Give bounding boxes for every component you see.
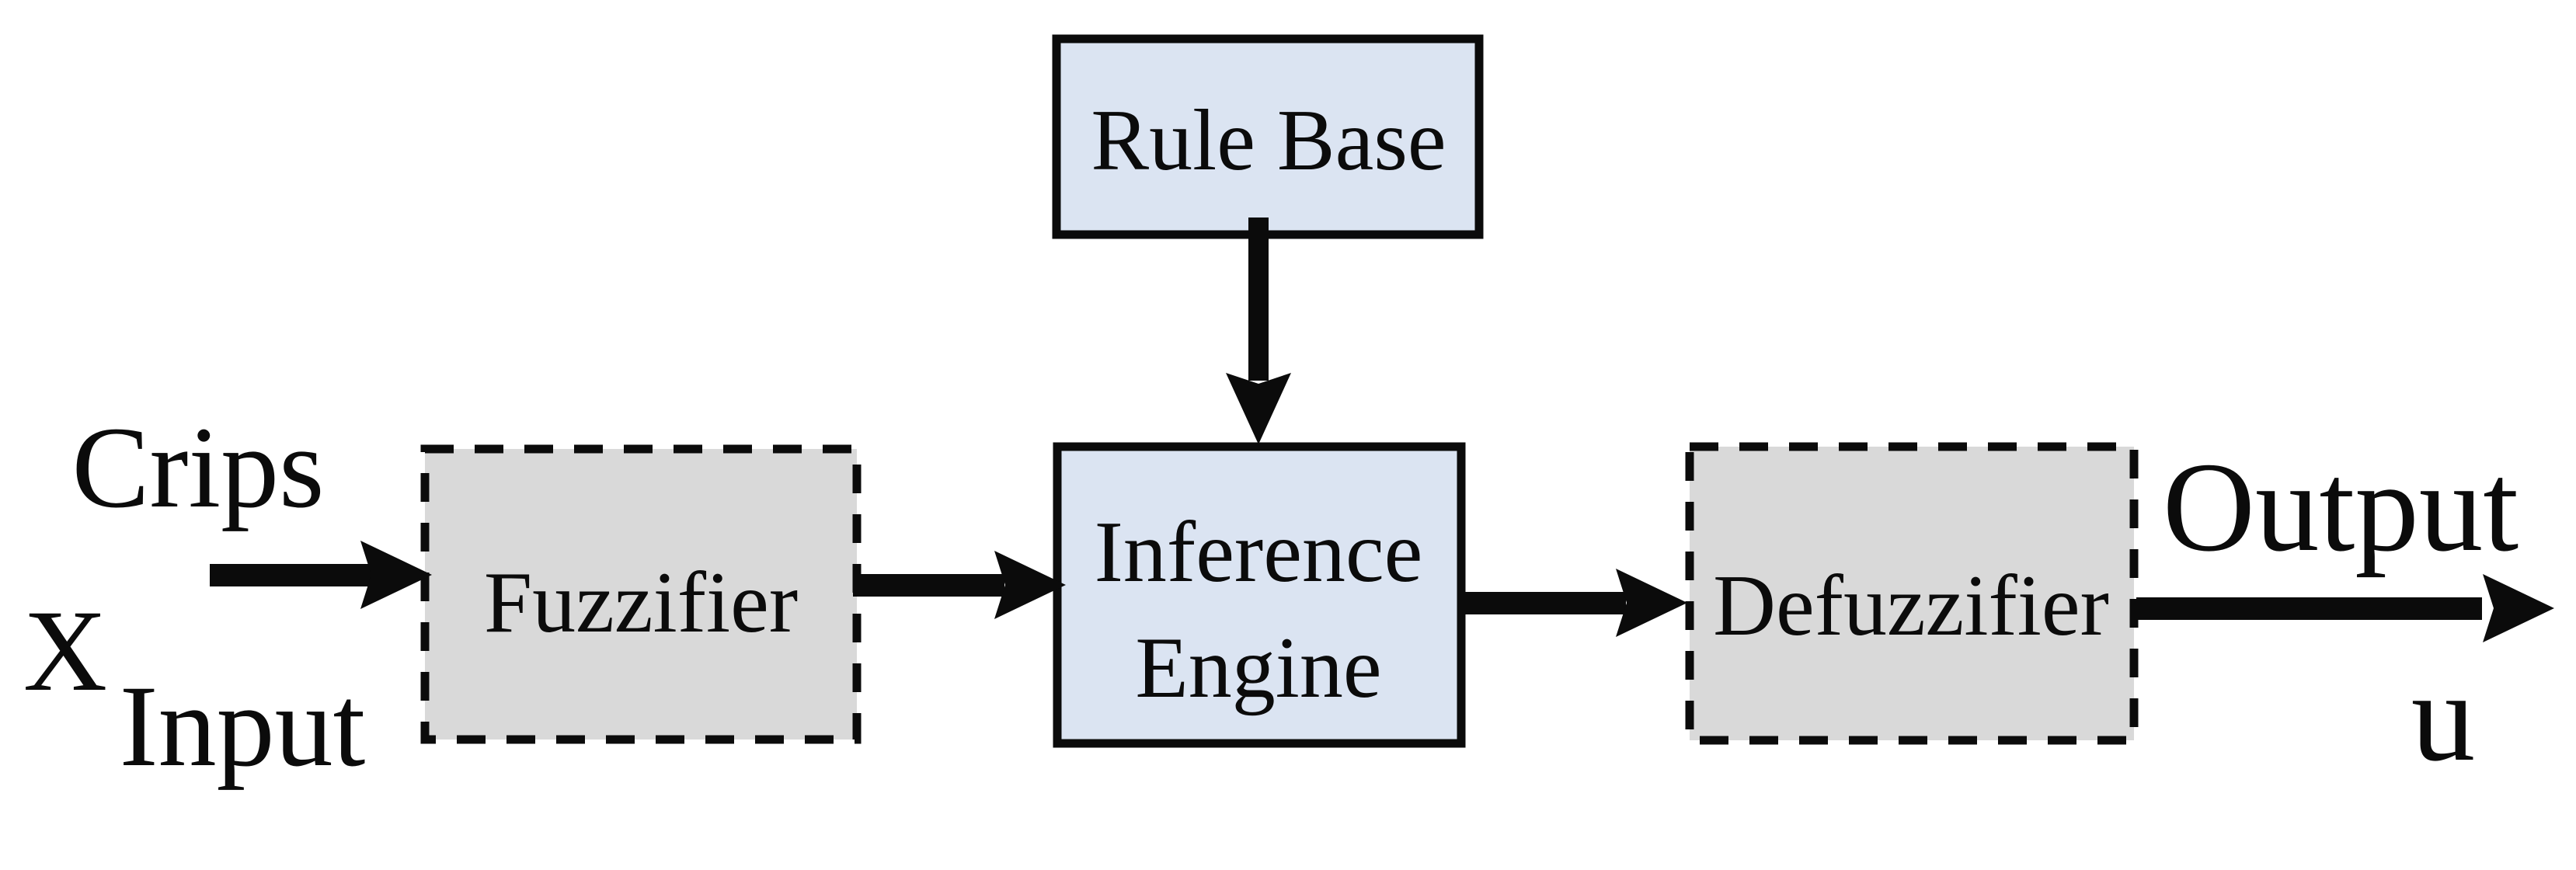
fuzzifier-label: Fuzzifier [484, 555, 798, 651]
arrow-input-to-fuzzifier [210, 541, 432, 609]
inference-engine-rect [1053, 442, 1466, 748]
inference-engine-label-line2: Engine [1135, 620, 1381, 716]
output-word-label: Output [2163, 436, 2519, 578]
defuzzifier-label: Defuzzifier [1713, 558, 2109, 654]
arrow-shaft [853, 574, 1004, 597]
arrow-shaft [1459, 592, 1626, 614]
inference-engine-box: Inference Engine [1053, 442, 1466, 748]
defuzzifier-rect [1685, 442, 2139, 745]
rule-base-rect [1052, 34, 1484, 239]
crisp-input-label: Crips [71, 403, 324, 532]
arrow-fuzzifier-to-inference [853, 551, 1066, 619]
arrow-shaft [2136, 597, 2482, 620]
arrowhead-right-icon [1616, 569, 1687, 637]
input-word-label: Input [120, 662, 366, 791]
fuzzifier-rect [420, 444, 862, 744]
arrowhead-right-icon [994, 551, 1066, 619]
inference-engine-label-line1: Inference [1095, 504, 1423, 600]
fuzzifier-box: Fuzzifier [420, 444, 862, 744]
arrowhead-down-icon [1226, 373, 1291, 444]
arrow-inference-to-defuzzifier [1459, 569, 1687, 637]
rule-base-label: Rule Base [1091, 92, 1446, 189]
arrowhead-right-icon [2483, 574, 2554, 642]
output-symbol-label: u [2411, 646, 2476, 788]
arrowhead-right-icon [360, 541, 432, 609]
rule-base-box: Rule Base [1052, 34, 1484, 239]
arrow-rulebase-to-inference [1226, 218, 1291, 444]
arrow-shaft [1248, 218, 1269, 381]
input-symbol-label: X [23, 586, 107, 715]
arrow-defuzzifier-to-output [2136, 574, 2554, 642]
defuzzifier-box: Defuzzifier [1685, 442, 2139, 745]
arrow-shaft [210, 564, 373, 586]
